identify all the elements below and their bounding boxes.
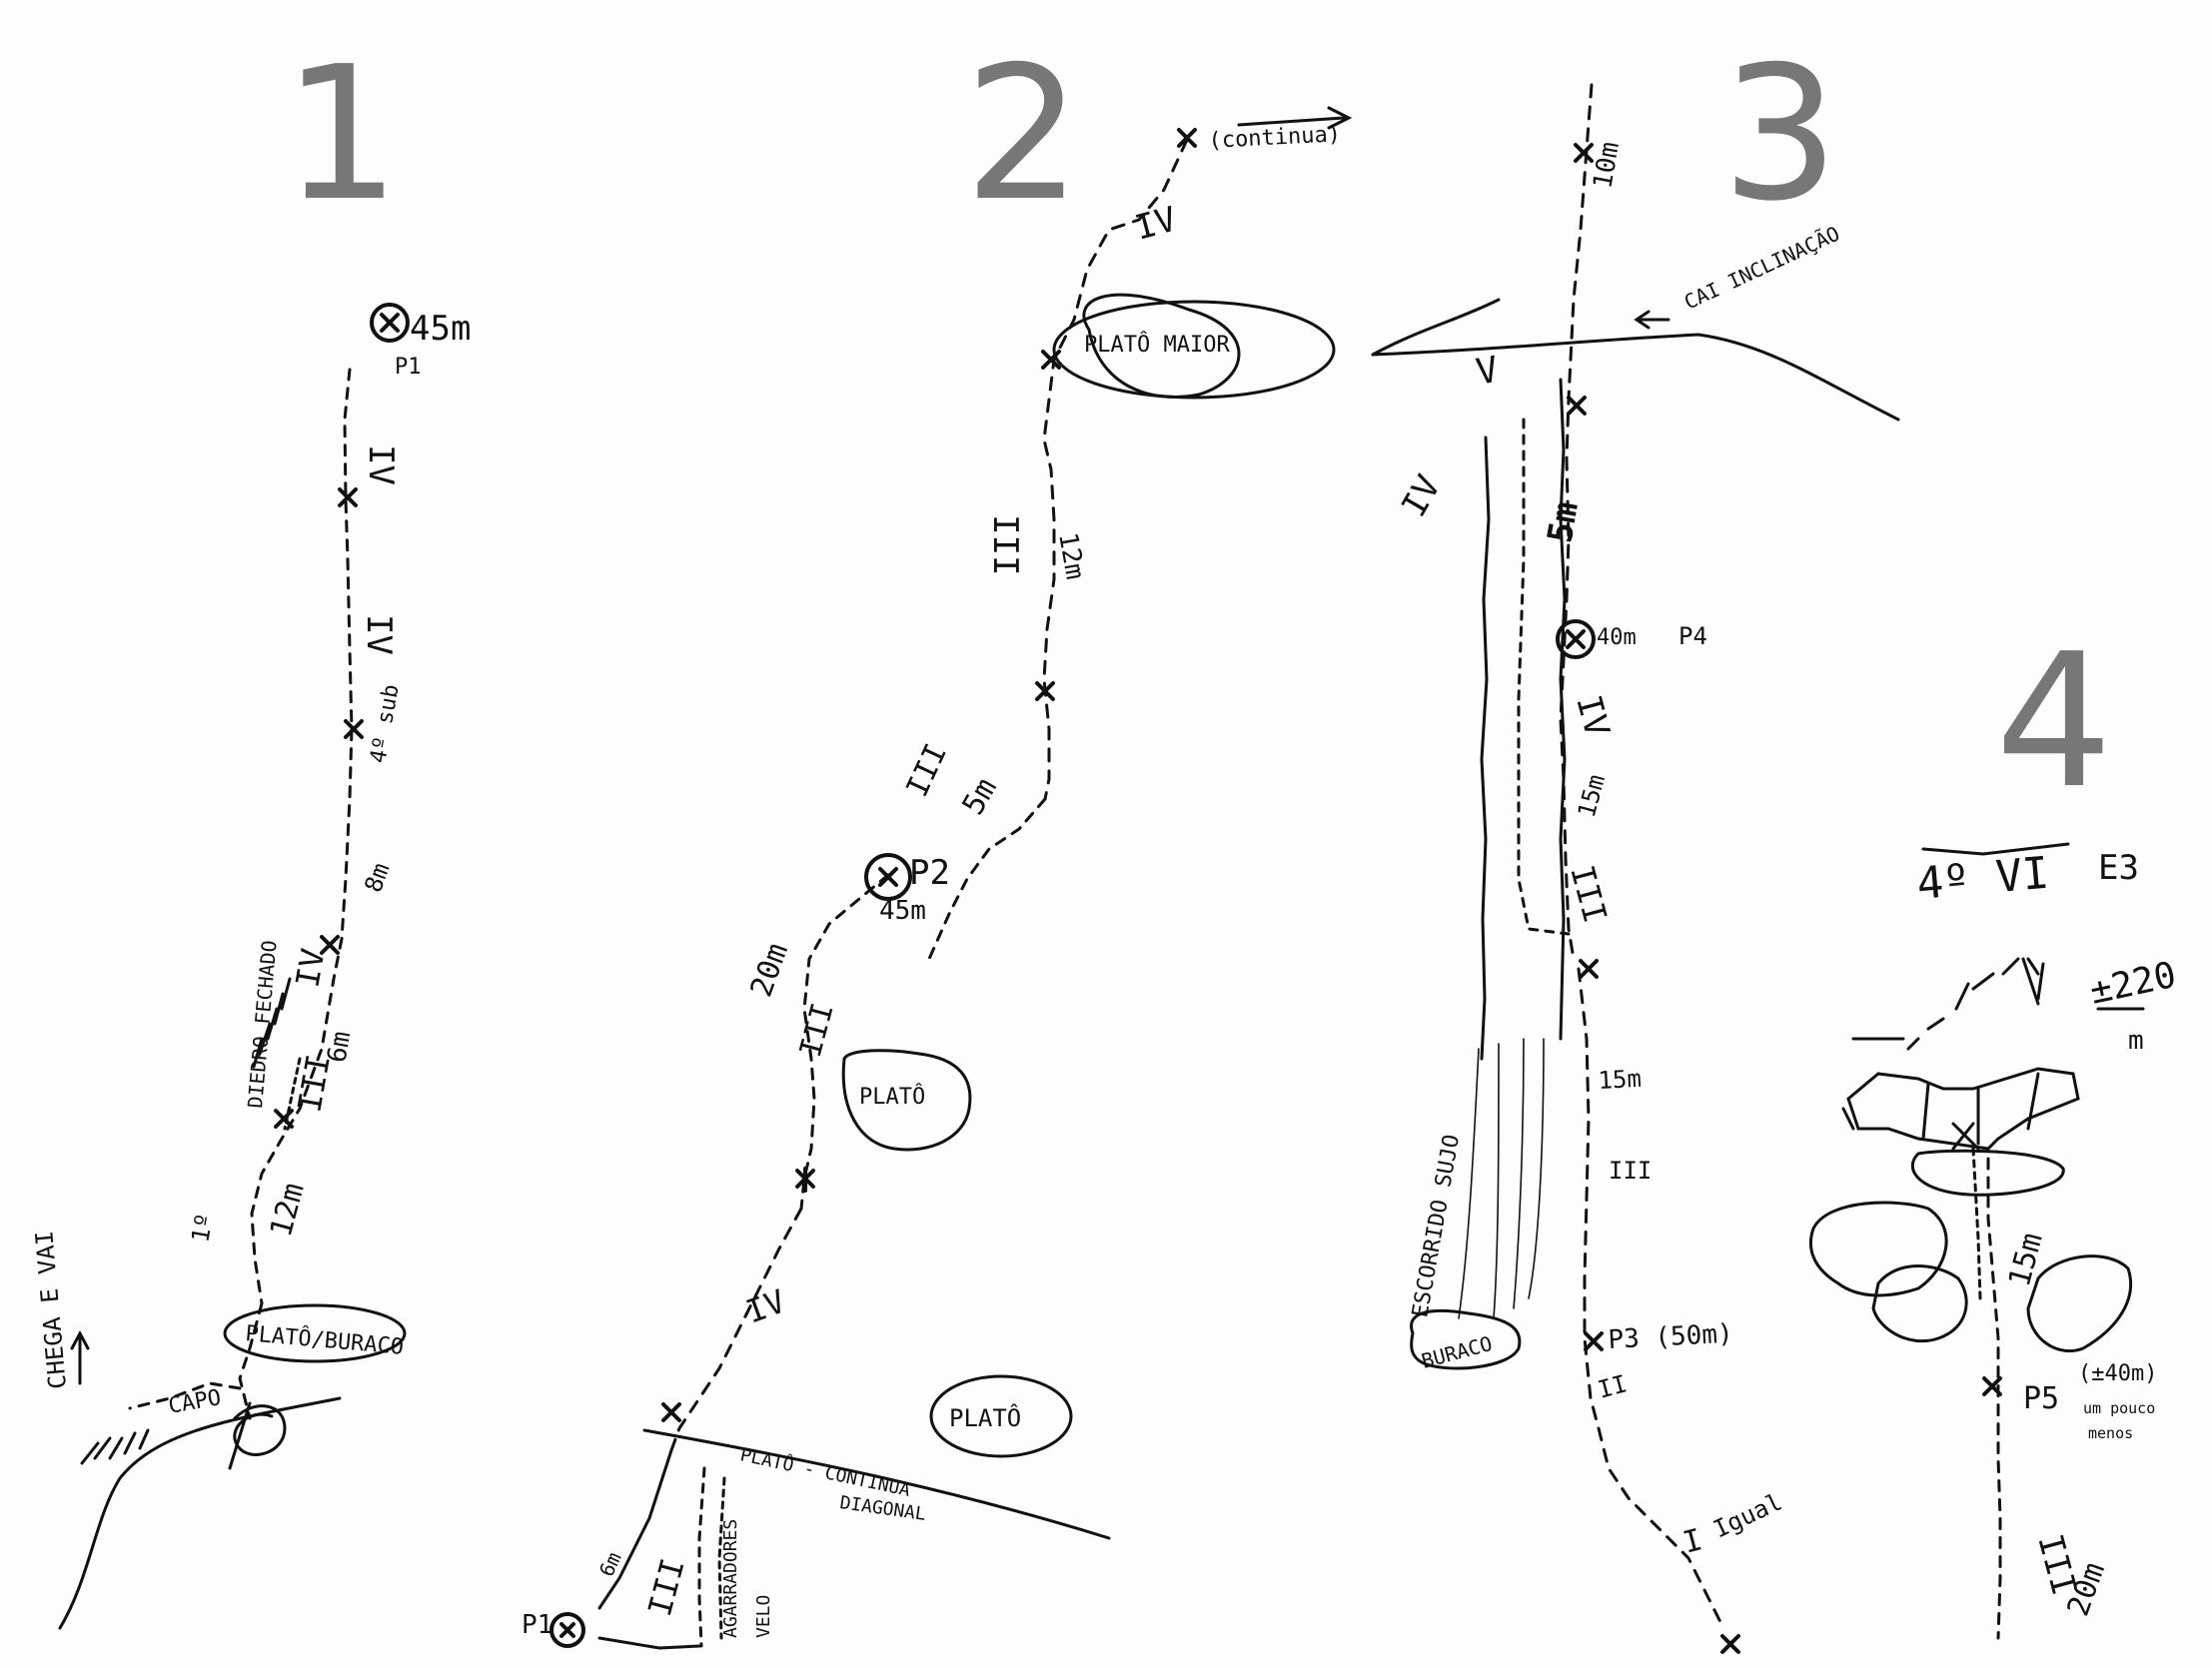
p3-grade-v: V [1473,350,1501,394]
panel-2-plato-maior-inner [1082,293,1241,399]
p2-plato-small-label: PLATÔ [859,1084,925,1110]
p1-campo-label: CAPO [167,1385,224,1419]
p3-grade-ii: II [1595,1369,1630,1404]
panel-2-markers [550,128,1197,1648]
p1-grade-middle: IV [359,614,399,655]
section-number-2: 2 [964,26,1082,242]
p3-p4-label: P4 [1678,622,1707,650]
p3-grade-iii: III [1563,861,1615,927]
section-number-3: 3 [1721,26,1839,242]
panel-2-plato-small [841,1049,972,1152]
p3-grade-iii-lower: III [1609,1157,1652,1185]
p2-continua-label: (continua) [1208,122,1342,154]
p1-distance-6m: 6m [322,1029,357,1065]
p2-grade-iv: IV [741,1282,790,1331]
panel-2-plato-low [929,1374,1073,1458]
p3-escorrido-label: ESCORRIDO SUJO [1408,1133,1465,1319]
panel-2-route [597,106,1353,1650]
p2-grade-ii: III [793,1000,841,1061]
p2-grade-top: IV [1131,199,1181,248]
p1-label: P1 [395,355,422,380]
p2-agarradores-label: AGARRADORES [720,1519,741,1638]
p1-grade-diedro: IV [288,946,332,991]
p3-grade-iv: IV [1568,691,1617,741]
p2-grade-base: III [640,1554,692,1620]
p1-distance-12m: 12m [264,1180,312,1241]
p2-plato-maior: PLATÔ MAIOR [1084,332,1230,358]
p2-distance-5m: 5m [956,772,1004,821]
p2-distance-12m: 12m [1052,530,1090,581]
p4-p5-note-a: um pouco [2083,1399,2155,1417]
p2-anchor-distance: 45m [879,896,926,926]
p1-distance-8m: 8m [359,859,395,896]
p4-p5-distance: (±40m) [2078,1361,2157,1386]
p2-distance-20m: 20m [744,939,795,1002]
p1-plato-label: PLATÔ/BURACO [244,1320,405,1360]
p1-anchor-distance: 45m [410,309,471,349]
p1-grade-upper: IV [361,444,401,485]
p3-p4-distance: 40m [1597,625,1637,650]
panel-1-markers [274,303,410,1129]
p3-inclinacao-label: CAI INCLINAÇÃO [1680,222,1843,315]
panel-3-route [1371,83,1900,1630]
panel-1-plato-ellipse [223,1303,407,1363]
p3-distance-15m-lower: 15m [1598,1065,1643,1095]
panel-4-rocks [1808,1067,2133,1353]
p2-grade-iii-upper: III [985,514,1025,575]
p2-p1-label: P1 [522,1610,553,1640]
p2-grade-iii-mid: III [900,738,955,802]
p4-e3-label: E3 [2098,848,2139,888]
p4-grade-label: 4º VI [1915,848,2051,910]
p1-mark-first: 1º [186,1212,219,1245]
p2-diagonal-label: DIAGONAL [838,1492,927,1525]
p4-distance-15m: 15m [2002,1230,2050,1290]
p3-distance-15m-upper: 15m [1573,771,1611,820]
panel-2-plato-maior-outer [1052,300,1336,400]
panel-3-buraco-outline [1410,1308,1522,1370]
p3-p3-label: P3 (50m) [1608,1318,1734,1355]
p3-grade-iv-left: IV [1394,468,1449,523]
p4-p5-note-b: menos [2088,1424,2133,1442]
p3-distance-5m: 5m [1540,498,1587,545]
panel-4-route [1851,842,2145,1640]
section-number-4: 4 [1995,613,2113,829]
p1-start-label: CHEGA E VAI [30,1230,72,1390]
p2-velo-label: VELO [753,1595,774,1638]
p1-distance-4sub: 4º sub [366,682,404,765]
p2-plato-continua: PLATÔ - CONTINUA [738,1443,912,1501]
panel-3-markers [1556,143,1740,1654]
p3-distance-10m: 10m [1588,140,1626,191]
p3-igual-label: Igual [1709,1488,1786,1544]
p2-anchor-label: P2 [909,853,950,893]
panel-4-markers [1982,1376,2002,1396]
p4-p5-label: P5 [2023,1381,2059,1416]
p2-plato-low-label: PLATÔ [949,1402,1021,1432]
section-number-1: 1 [283,26,401,242]
p4-total-unit: m [2128,1026,2144,1056]
p4-total-height: ±220 [2086,955,2179,1013]
panel-1-route [58,368,354,1630]
